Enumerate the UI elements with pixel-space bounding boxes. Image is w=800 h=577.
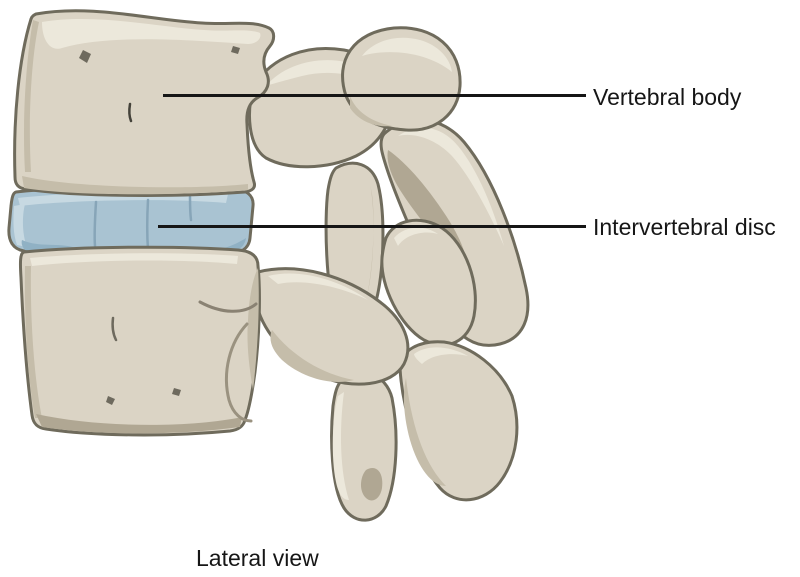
lower-body-shape <box>18 245 261 437</box>
upper-vertebra <box>248 26 530 347</box>
upper-body-crease <box>128 102 133 123</box>
intervertebral-disc-label: Intervertebral disc <box>593 214 776 240</box>
lower-body-left-shade <box>24 266 42 418</box>
lower-spinous-front-shade <box>403 378 446 486</box>
vertebral-body-label: Vertebral body <box>593 84 742 110</box>
lower-spinous-front-shape <box>398 340 519 502</box>
vertebral-body-leader-line <box>163 94 586 97</box>
lower-spinous-hollow <box>360 468 383 501</box>
lower-body-hook-crease <box>198 300 258 313</box>
upper-body-foramen-2 <box>231 46 240 54</box>
lower-vertebra-posterior <box>254 218 519 522</box>
intervertebral-disc-leader-line <box>158 225 586 228</box>
upper-body-shape <box>13 9 276 197</box>
lower-spinous-front-highlight <box>414 347 468 364</box>
lower-lamina-highlight <box>268 273 368 300</box>
disc-left-highlight <box>13 204 27 247</box>
lower-lamina-shade <box>270 330 354 382</box>
disc-crease-1 <box>93 200 98 248</box>
disc-crease-2 <box>146 198 150 252</box>
lower-body-bottom-shade <box>36 414 242 434</box>
lower-vertebral-body <box>18 245 261 437</box>
upper-body-top-highlight <box>42 19 261 49</box>
lower-body-crease <box>111 316 118 342</box>
upper-body-left-shade <box>23 20 39 172</box>
figure-caption: Lateral view <box>196 545 319 571</box>
disc-crease-3 <box>188 195 193 222</box>
lower-body-right-shade <box>247 268 259 390</box>
upper-vertebral-body <box>13 9 276 197</box>
upper-articular-shadow <box>350 96 392 127</box>
lower-spinous-back-highlight <box>332 392 349 500</box>
lower-body-top-highlight <box>30 253 238 266</box>
lower-body-hook-crease-2 <box>225 322 253 423</box>
upper-body-foramen-1 <box>79 50 91 63</box>
lower-body-foramen-1 <box>106 396 115 405</box>
lower-body-foramen-2 <box>172 388 181 396</box>
upper-spinous-highlight <box>398 127 504 246</box>
upper-body-bottom-shade <box>22 176 248 195</box>
lower-articular-highlight <box>394 227 438 246</box>
upper-articular-highlight <box>362 37 452 72</box>
